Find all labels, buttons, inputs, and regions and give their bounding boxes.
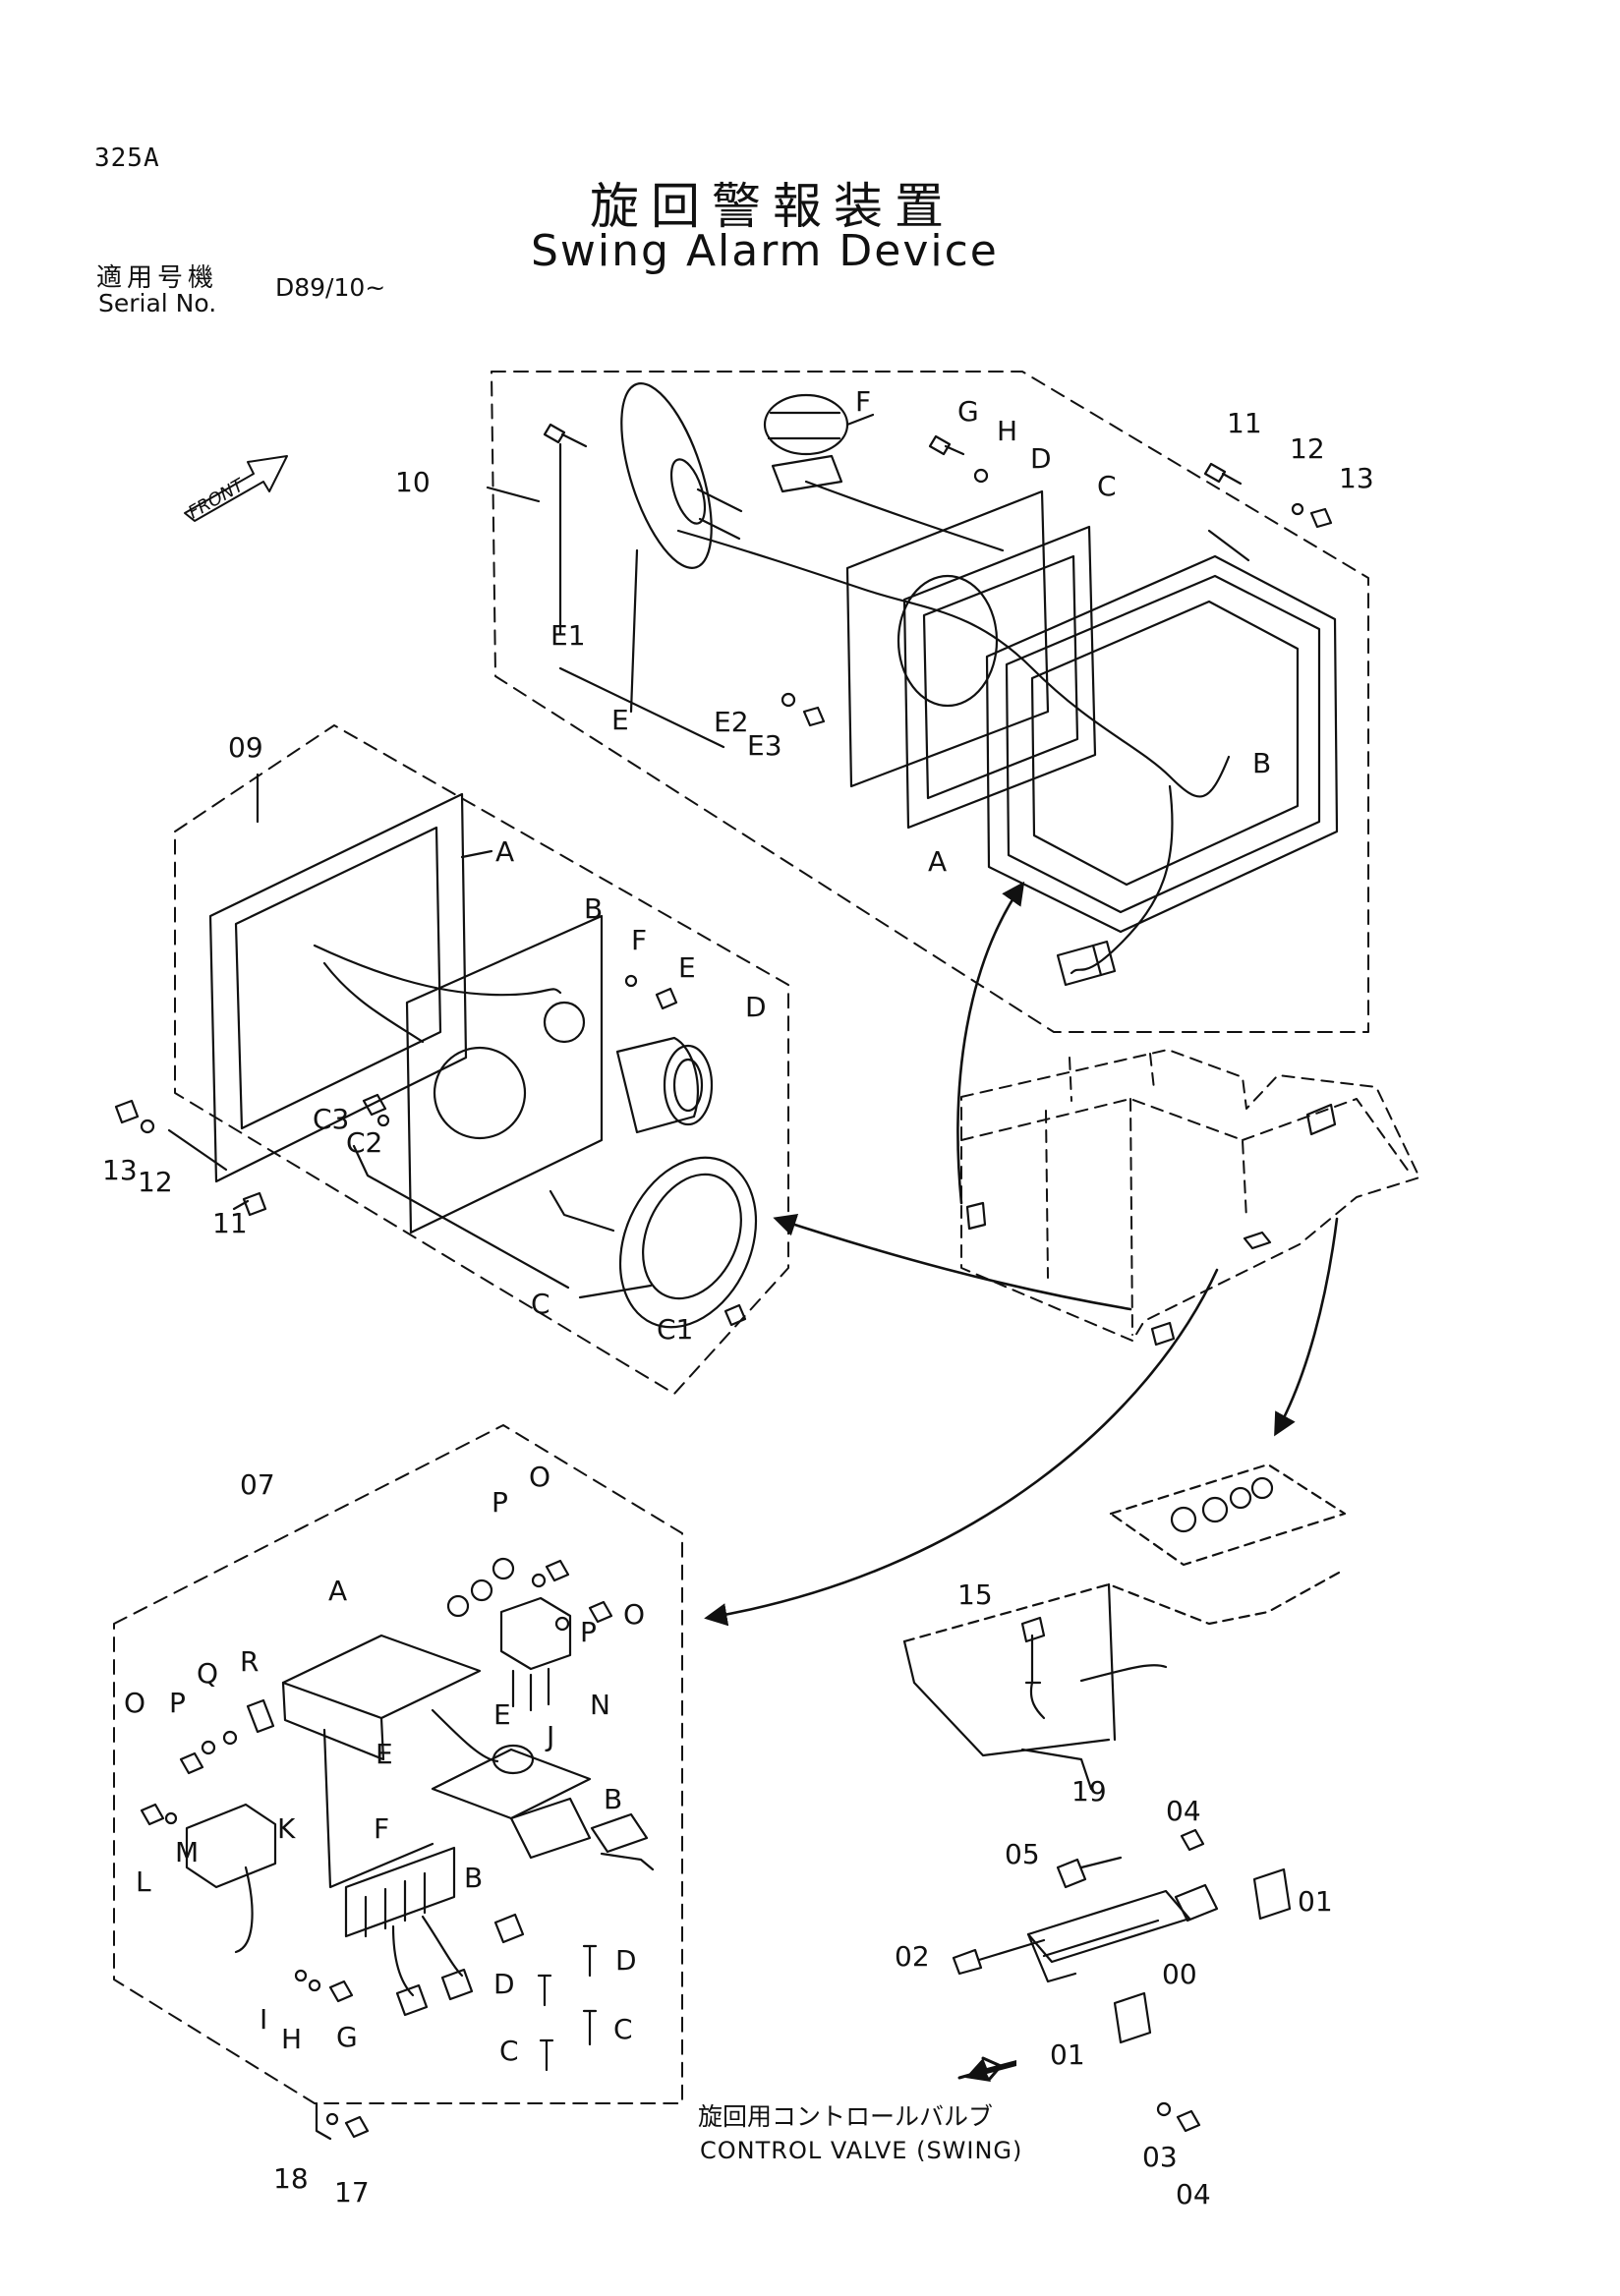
group-number: 07 <box>240 1468 275 1501</box>
pointer-arrows <box>704 881 1339 1627</box>
part-callout: 11 <box>212 1207 248 1239</box>
part-callout: G <box>336 2021 358 2053</box>
part-callout: B <box>464 1862 483 1894</box>
part-callout: C <box>531 1288 550 1320</box>
caption-english: CONTROL VALVE (SWING) <box>700 2137 1022 2164</box>
part-callout: Q <box>197 1657 218 1690</box>
part-callout: E1 <box>550 619 586 652</box>
serial-label-japanese: 適用号機 <box>96 263 219 293</box>
part-callout: O <box>623 1598 645 1631</box>
page-code: 325A <box>94 144 160 173</box>
part-callout: B <box>1252 747 1271 779</box>
valve-caption: 旋回用コントロールバルブ CONTROL VALVE (SWING) <box>698 2102 1022 2164</box>
part-callout: F <box>374 1812 389 1845</box>
part-callout: I <box>260 2003 267 2036</box>
part-callout: A <box>495 835 514 868</box>
switch-panel <box>902 1463 1347 1791</box>
part-callout: C <box>499 2035 519 2067</box>
title-japanese: 旋回警報装置 <box>590 178 955 235</box>
part-callout: 18 <box>273 2162 309 2195</box>
part-callout: P <box>580 1616 597 1648</box>
part-callout: H <box>281 2023 302 2055</box>
part-callout: N <box>590 1689 610 1721</box>
valve-labels: 15 19 04 05 02 00 01 01 03 04 <box>895 1578 1333 2210</box>
part-callout: C1 <box>657 1313 693 1346</box>
part-callout: D <box>745 991 767 1023</box>
part-callout: 01 <box>1298 1885 1333 1918</box>
group-number: 09 <box>228 731 263 764</box>
part-callout: E <box>611 704 629 736</box>
part-callout: G <box>957 395 979 428</box>
part-callout: E3 <box>747 729 782 762</box>
part-callout: A <box>328 1575 347 1607</box>
group-10-outline <box>491 371 1369 1033</box>
machine-body-dashed <box>960 1049 1420 1342</box>
group-09-labels: 09 A B F E D C3 C2 13 12 11 C C1 <box>102 731 767 1346</box>
part-callout: L <box>136 1866 151 1898</box>
part-callout: D <box>615 1944 637 1977</box>
part-callout: 04 <box>1176 2178 1211 2210</box>
part-callout: 13 <box>1339 462 1374 494</box>
group-10-parts <box>486 382 1339 987</box>
part-callout: P <box>169 1687 186 1719</box>
part-callout: C2 <box>346 1126 382 1159</box>
part-callout: 05 <box>1005 1838 1040 1870</box>
group-number: 10 <box>395 466 431 498</box>
control-valve <box>952 1828 1292 2133</box>
part-callout: 11 <box>1227 407 1262 439</box>
part-callout: O <box>124 1687 145 1719</box>
part-callout: 04 <box>1166 1795 1201 1827</box>
part-callout: 00 <box>1162 1958 1197 1990</box>
part-callout: J <box>545 1720 554 1752</box>
caption-japanese: 旋回用コントロールバルブ <box>698 2102 993 2131</box>
part-callout: E <box>493 1698 511 1731</box>
part-callout: R <box>240 1645 259 1678</box>
part-callout: C <box>1097 470 1117 502</box>
front-arrow-icon: FRONT <box>184 455 288 523</box>
part-callout: 15 <box>957 1578 993 1611</box>
page-title: Swing Alarm Device <box>531 226 999 276</box>
part-callout: P <box>492 1486 508 1519</box>
part-callout: B <box>604 1783 622 1815</box>
machine-body-lamps <box>965 1103 1337 1347</box>
part-callout: A <box>928 845 947 878</box>
part-callout: 17 <box>334 2176 370 2209</box>
group-07-labels: 07 A O P P O R Q P O N E E J K M L B B F… <box>124 1461 645 2209</box>
part-callout: H <box>997 415 1017 447</box>
part-callout: B <box>584 892 603 925</box>
part-callout: F <box>855 385 871 418</box>
group-07-parts <box>140 1557 655 2141</box>
part-callout: D <box>493 1968 515 2000</box>
part-callout: F <box>631 924 647 956</box>
part-callout: D <box>1030 442 1052 475</box>
part-callout: 01 <box>1050 2038 1085 2071</box>
part-callout: E <box>376 1738 393 1770</box>
part-callout: 19 <box>1071 1775 1107 1808</box>
part-callout: E2 <box>714 706 749 738</box>
part-callout: 02 <box>895 1940 930 1973</box>
serial-label: Serial No. <box>98 289 217 317</box>
group-10-labels: 10 F G H D C 11 12 13 E1 E E2 E3 A B <box>395 385 1374 878</box>
part-callout: 12 <box>138 1166 173 1198</box>
part-callout: K <box>277 1812 296 1845</box>
group-09-parts <box>114 773 758 1329</box>
serial-value: D89/10~ <box>275 273 386 302</box>
part-callout: 12 <box>1290 432 1325 465</box>
part-callout: 13 <box>102 1154 138 1186</box>
part-callout: C <box>613 2013 633 2045</box>
part-callout: M <box>175 1836 199 1868</box>
part-callout: E <box>678 951 696 984</box>
part-callout: C3 <box>313 1103 349 1135</box>
part-callout: O <box>529 1461 550 1493</box>
front-label: FRONT <box>185 474 249 523</box>
group-09-outline <box>174 724 789 1395</box>
part-callout: 03 <box>1142 2141 1178 2173</box>
group-07-outline <box>113 1424 683 2104</box>
